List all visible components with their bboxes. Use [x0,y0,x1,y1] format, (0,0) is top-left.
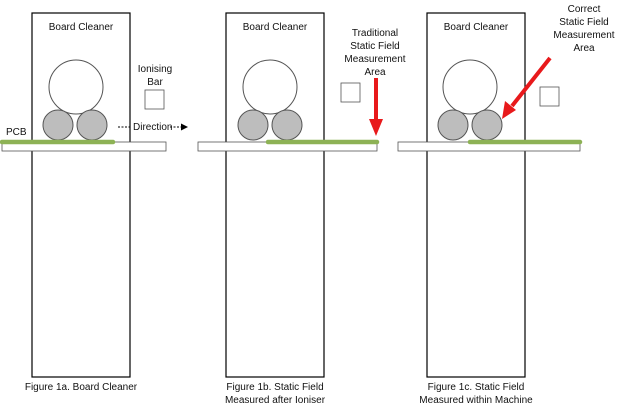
figure-caption: Figure 1a. Board Cleaner [24,382,138,393]
panel-1a [0,12,188,378]
lower-roller-right [76,109,108,141]
machine-label: Board Cleaner [242,22,308,33]
upper-roller [48,59,104,115]
lower-roller-right [271,109,303,141]
ionising-bar-box [340,82,361,103]
machine-label: Board Cleaner [443,22,509,33]
upper-roller [442,59,498,115]
correct-measurement-arrow [502,56,552,119]
figure-caption: Measured after Ioniser [224,395,326,406]
figure-caption: Measured within Machine [419,395,533,406]
lower-roller-right [471,109,503,141]
traditional-measurement-arrow [369,78,383,136]
figure-caption: Figure 1c. Static Field [427,382,525,393]
traditional-area-label: Traditional Static Field Measurement Are… [344,28,406,78]
panel-1b [197,12,383,378]
machine-label: Board Cleaner [48,22,114,33]
ionising-bar-box [144,89,165,110]
pcb-label: PCB [6,127,27,138]
direction-arrow [118,123,188,131]
lower-roller-left [437,109,469,141]
lower-roller-left [237,109,269,141]
correct-area-label: Correct Static Field Measurement Area [553,4,615,54]
upper-roller [242,59,298,115]
figure-caption: Figure 1b. Static Field [226,382,324,393]
lower-roller-left [42,109,74,141]
direction-label: Direction [133,122,173,133]
panel-1c [397,12,583,378]
ionising-bar-box [539,86,560,107]
ionising-bar-label: Ionising Bar [137,64,173,88]
